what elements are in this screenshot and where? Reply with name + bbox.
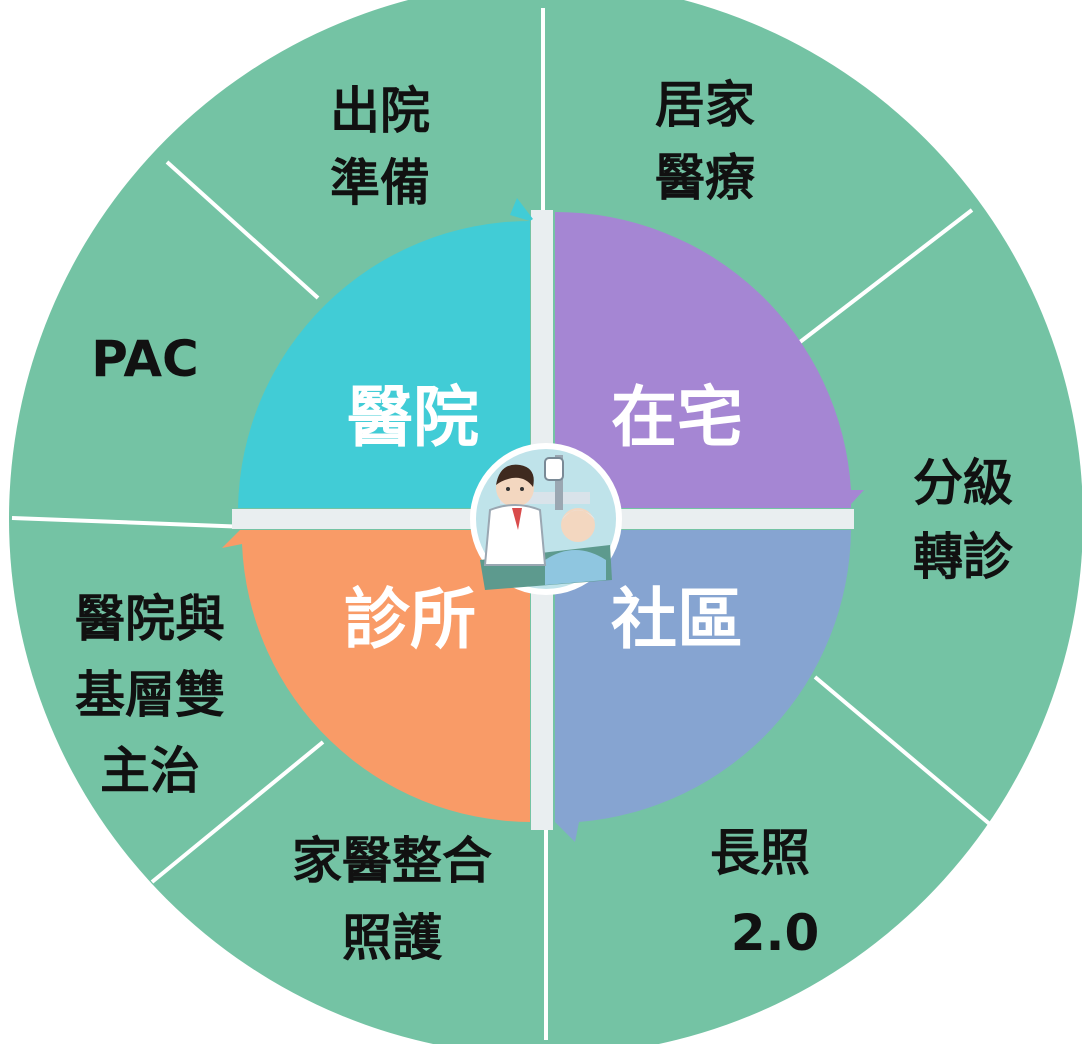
- segment-family-care-line-2: 照護: [342, 909, 443, 967]
- divider-left: [11, 516, 249, 529]
- divider-top-left: [165, 160, 320, 300]
- segment-home-medical-line-1: 居家: [655, 76, 755, 134]
- quadrant-hospital: [238, 198, 533, 508]
- segment-dual-care-line-2: 基層雙: [75, 666, 225, 724]
- segment-ltc-line-2: 2.0: [731, 904, 820, 962]
- divider-top-right: [785, 208, 974, 354]
- quadrant-clinic-label: 診所: [344, 581, 476, 658]
- quadrant-home-label: 在宅: [611, 379, 743, 456]
- segment-referral-line-1: 分級: [913, 454, 1013, 512]
- segment-dual-care-line-3: 主治: [100, 742, 200, 800]
- quadrant-clinic: [222, 530, 530, 822]
- doctor-patient-icon: [470, 443, 622, 595]
- divider-bottom-right: [813, 675, 994, 828]
- segment-pac-line-1: PAC: [91, 330, 198, 388]
- segment-dividers: [11, 8, 994, 1040]
- quadrant-community: [555, 530, 851, 842]
- segment-ltc-line-1: 長照: [710, 824, 810, 882]
- quadrant-hospital-label: 醫院: [347, 379, 479, 456]
- segment-referral-line-2: 轉診: [913, 528, 1014, 586]
- segment-discharge-prep-line-2: 準備: [330, 154, 430, 212]
- quadrant-home: [555, 211, 864, 508]
- segment-home-medical-line-2: 醫療: [655, 149, 755, 207]
- segment-family-care-line-1: 家醫整合: [292, 832, 492, 890]
- segment-dual-care-line-1: 醫院與: [75, 590, 225, 648]
- divider-bottom-left: [150, 740, 325, 884]
- segment-discharge-prep-line-1: 出院: [330, 82, 430, 140]
- quadrant-community-label: 社區: [611, 581, 743, 658]
